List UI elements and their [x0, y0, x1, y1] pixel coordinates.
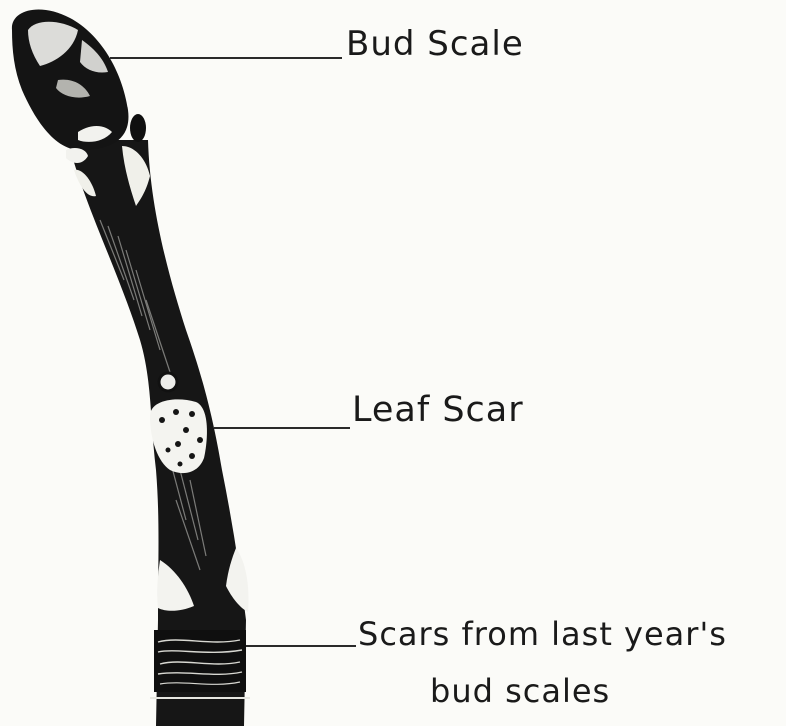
- leaf-scar-label: Leaf Scar: [352, 390, 524, 430]
- bud-scale-label: Bud Scale: [346, 24, 524, 64]
- node-bud: [159, 373, 177, 391]
- bud-scale-scars: [154, 630, 246, 692]
- lateral-bud: [130, 114, 146, 142]
- scars-label-line1: Scars from last year's: [358, 615, 727, 653]
- scars-label-line2: bud scales: [430, 672, 610, 710]
